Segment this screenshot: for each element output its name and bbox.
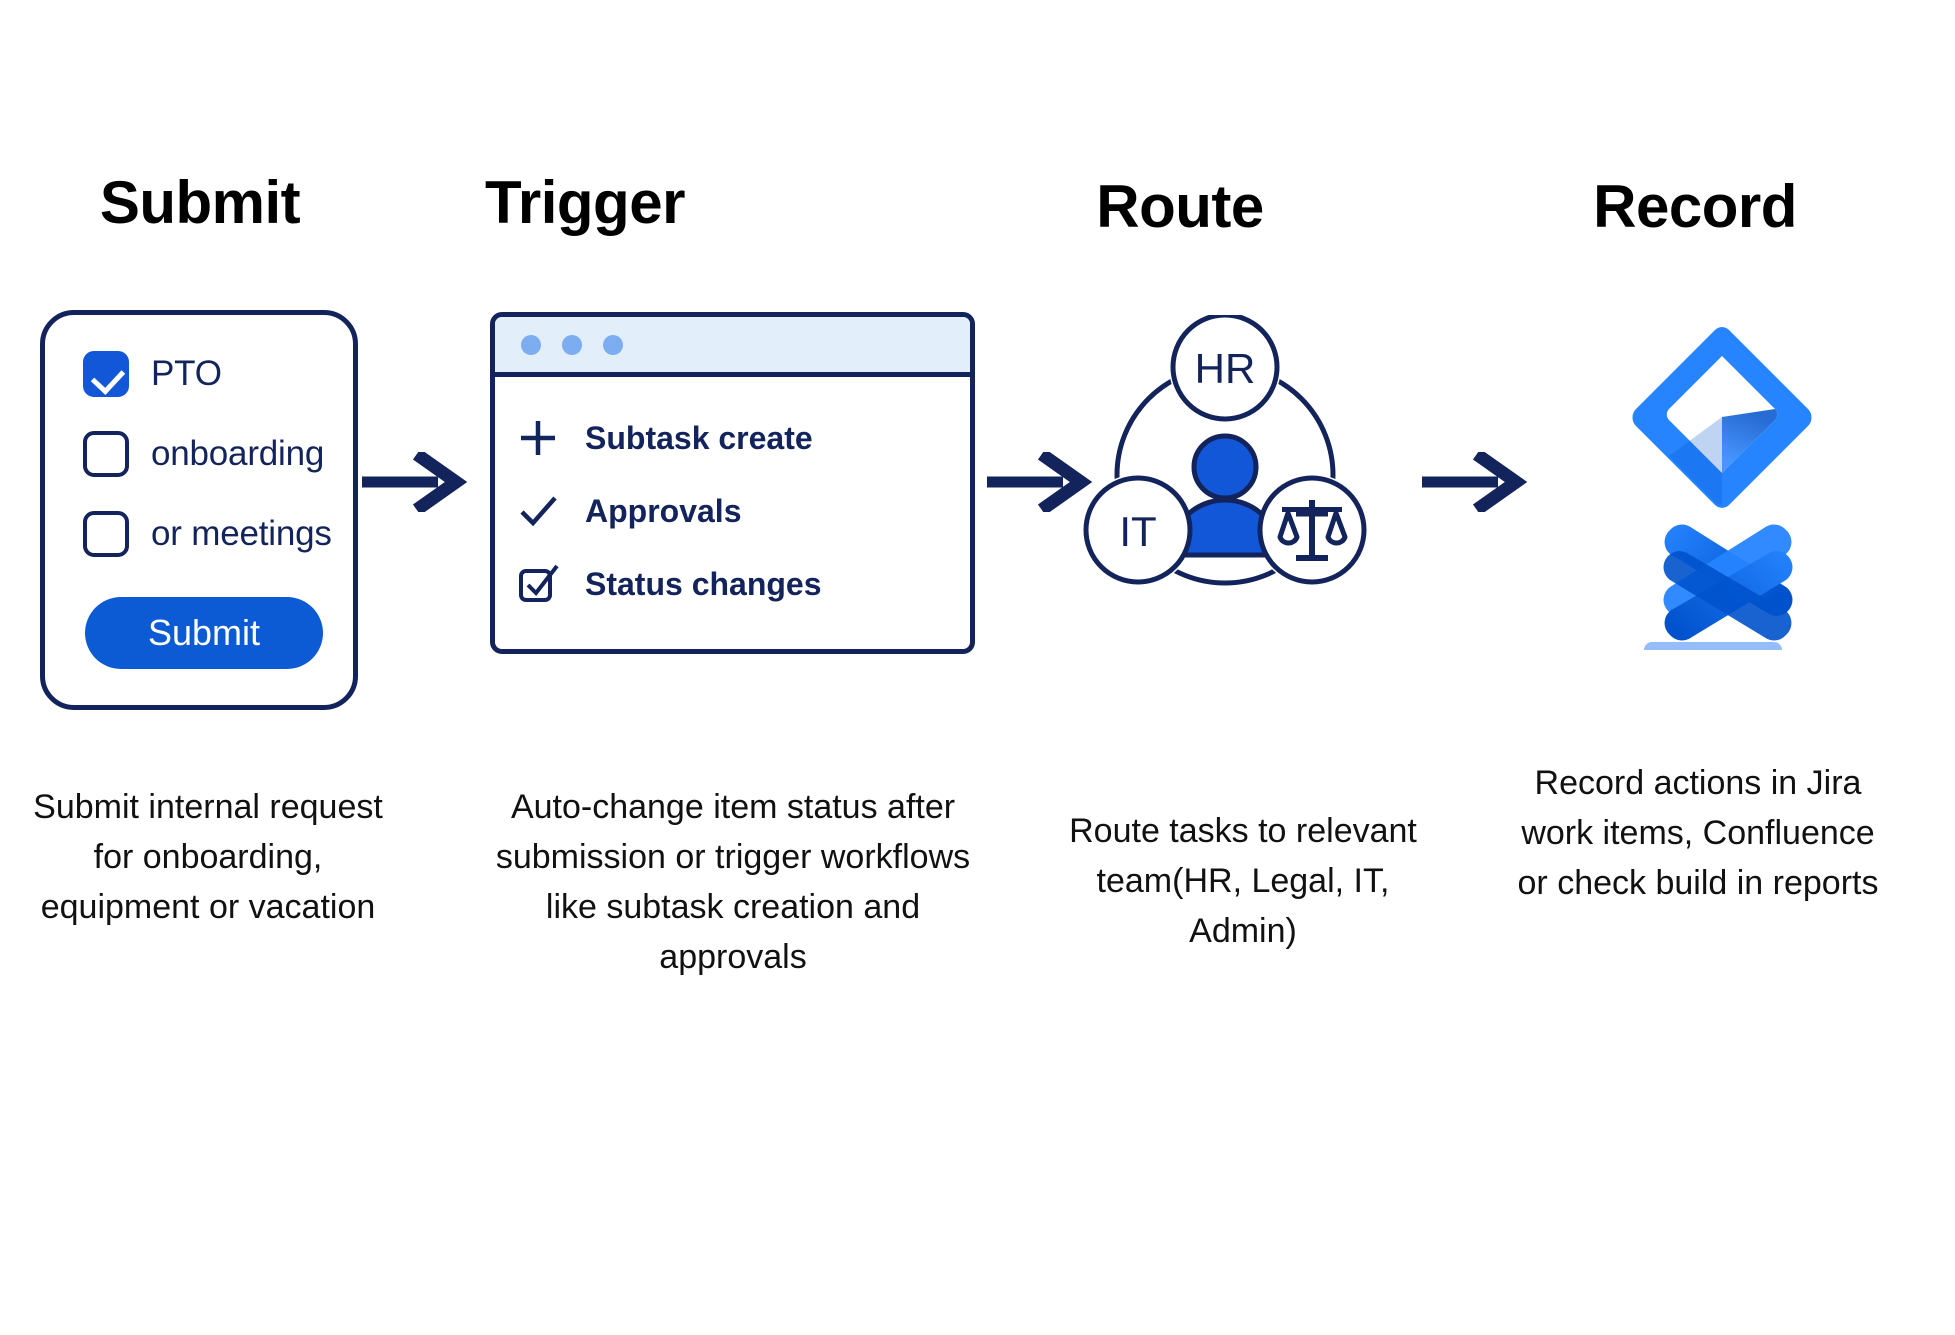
column-heading-submit: Submit xyxy=(99,169,301,236)
svg-text:IT: IT xyxy=(1119,508,1156,555)
column-heading-record: Record xyxy=(1593,173,1797,240)
report-bar-1 xyxy=(1644,642,1782,650)
trigger-list: Subtask create Approvals Status cha xyxy=(495,377,970,613)
submit-button[interactable]: Submit xyxy=(85,597,323,669)
trigger-label-subtask-create: Subtask create xyxy=(585,419,813,456)
trigger-label-approvals: Approvals xyxy=(585,492,742,529)
trigger-item-subtask-create[interactable]: Subtask create xyxy=(517,409,970,467)
trigger-label-status-changes: Status changes xyxy=(585,565,822,602)
arrow-trigger-to-route xyxy=(987,452,1093,512)
arrow-route-to-record xyxy=(1422,452,1528,512)
record-logos-graphic xyxy=(1632,327,1812,650)
submit-form-card: PTO onboarding or meetings Submit xyxy=(40,310,358,710)
window-dot-2-icon xyxy=(562,334,582,355)
checkbox-row-onboarding[interactable]: onboarding xyxy=(83,431,324,477)
route-node-it: IT xyxy=(1083,475,1193,585)
confluence-logo xyxy=(1663,524,1793,641)
caption-record: Record actions in Jira work items, Confl… xyxy=(1517,764,1879,902)
caption-route: Route tasks to relevant team(HR, Legal, … xyxy=(1069,812,1417,950)
trigger-browser-window: Subtask create Approvals Status cha xyxy=(490,312,975,654)
checkbox-pto[interactable] xyxy=(83,351,129,397)
window-dot-1-icon xyxy=(521,334,541,355)
checkbox-label-onboarding: onboarding xyxy=(151,434,325,473)
column-heading-route: Route xyxy=(1096,173,1264,240)
checkbox-row-pto[interactable]: PTO xyxy=(83,351,222,397)
checkbox-onboarding[interactable] xyxy=(83,431,129,477)
svg-text:HR: HR xyxy=(1195,345,1256,392)
jira-logo xyxy=(1632,327,1812,508)
caption-submit: Submit internal request for onboarding, … xyxy=(33,788,383,926)
plus-icon xyxy=(517,417,559,459)
checkbox-meetings[interactable] xyxy=(83,511,129,557)
caption-trigger: Auto-change item status after submission… xyxy=(495,788,971,976)
scales-icon xyxy=(1277,500,1348,561)
trigger-item-status-changes[interactable]: Status changes xyxy=(517,555,970,613)
checkbox-label-meetings: or meetings xyxy=(151,514,332,553)
column-heading-trigger: Trigger xyxy=(485,169,685,236)
checkbox-checked-icon xyxy=(517,563,559,605)
checkbox-label-pto: PTO xyxy=(151,354,222,393)
route-node-hr: HR xyxy=(1170,315,1280,422)
trigger-item-approvals[interactable]: Approvals xyxy=(517,482,970,540)
route-node-legal xyxy=(1257,475,1367,585)
route-team-graphic: HR IT xyxy=(1082,315,1368,586)
window-dot-3-icon xyxy=(603,334,623,355)
checkbox-row-meetings[interactable]: or meetings xyxy=(83,511,332,557)
arrow-submit-to-trigger xyxy=(362,452,468,512)
check-icon xyxy=(517,490,559,532)
window-titlebar xyxy=(495,317,970,377)
